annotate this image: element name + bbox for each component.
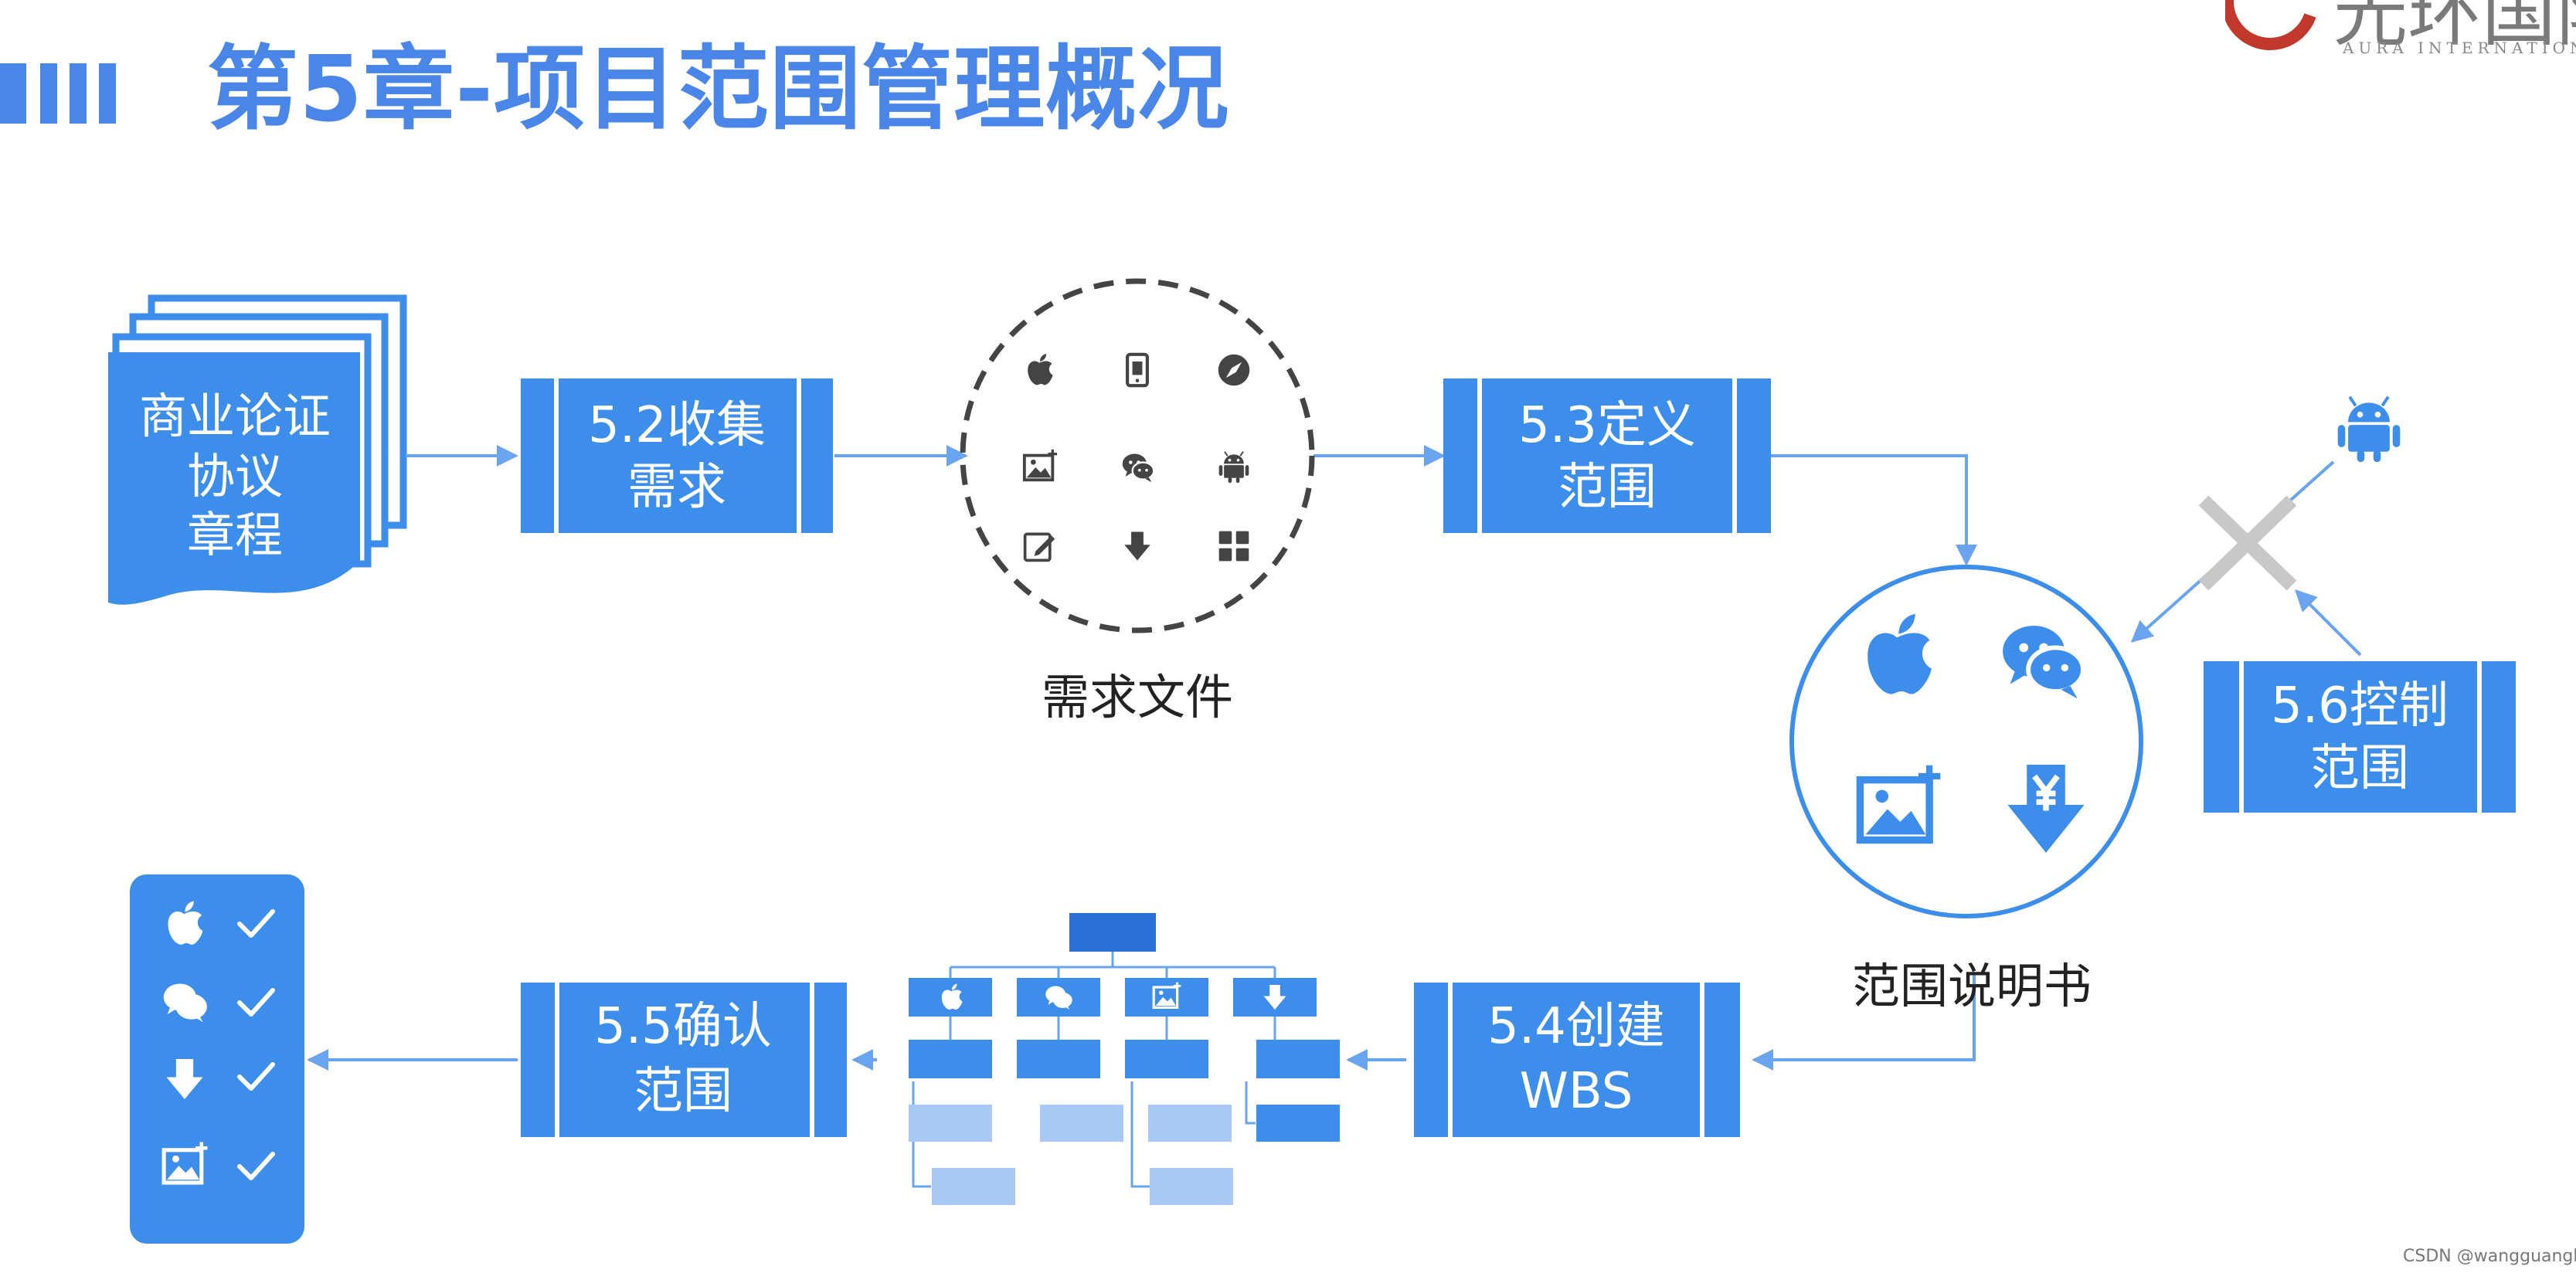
page-title: 第5章-项目范围管理概况 [207, 36, 1230, 142]
reject-cross-icon [2198, 495, 2297, 591]
process-wbs-line2: WBS [1520, 1063, 1633, 1120]
image-icon [1022, 448, 1059, 482]
doc-line-business-case: 商业论证 [139, 388, 331, 444]
compass-icon [1218, 354, 1250, 386]
process-validate-line2: 范围 [634, 1063, 732, 1120]
wbs-node [1125, 1040, 1208, 1078]
wechat-icon [1121, 453, 1155, 484]
watermark: CSDN @wangguanghou1 [2403, 1247, 2576, 1266]
title-bars-icon [0, 63, 116, 124]
doc-line-charter: 章程 [187, 507, 283, 563]
process-define-line2: 范围 [1558, 459, 1657, 516]
wbs-leaf-node [909, 1105, 992, 1142]
wbs-root-node [1069, 913, 1156, 952]
doc-line-agreement: 协议 [187, 448, 283, 504]
process-collect-line1: 5.2收集 [588, 397, 766, 454]
wbs-leaf-node [932, 1168, 1015, 1205]
caption-scope-statement: 范围说明书 [1852, 958, 2092, 1014]
wbs-leaf-node [1150, 1168, 1233, 1205]
process-control-line2: 范围 [2310, 740, 2409, 797]
process-control-line1: 5.6控制 [2271, 677, 2449, 735]
wbs-leaf-node [1040, 1105, 1123, 1142]
process-validate-scope: 5.5确认 范围 [521, 983, 847, 1137]
process-wbs-line1: 5.4创建 [1487, 998, 1665, 1055]
rejected-change [2198, 397, 2401, 591]
wbs-node [1256, 1105, 1340, 1142]
wbs-node [1256, 1040, 1340, 1078]
android-icon [1218, 450, 1250, 484]
wbs-leaf-node [1148, 1105, 1232, 1142]
wbs-node [1125, 978, 1208, 1017]
process-create-wbs: 5.4创建 WBS [1414, 983, 1740, 1137]
process-collect-requirements: 5.2收集 需求 [521, 379, 833, 533]
input-documents: 商业论证 协议 章程 [108, 294, 407, 605]
process-validate-line1: 5.5确认 [594, 998, 772, 1055]
android-icon [2338, 397, 2401, 462]
tablet-icon [1127, 355, 1147, 385]
logo-subtitle: AURA INTERNATIONAL [2343, 39, 2576, 57]
process-define-scope: 5.3定义 范围 [1443, 379, 1771, 533]
wbs-node [1017, 1040, 1100, 1078]
process-collect-line2: 需求 [627, 459, 726, 516]
edit-icon [1023, 532, 1057, 562]
download-icon [1124, 531, 1150, 561]
process-define-line1: 5.3定义 [1518, 397, 1696, 454]
wbs-node [909, 1040, 992, 1078]
scope-statement: 范围说明书 [1789, 565, 2143, 1014]
requirements-documentation: 需求文件 [960, 278, 1315, 725]
process-control-scope: 5.6控制 范围 [2204, 661, 2516, 813]
caption-requirements-doc: 需求文件 [1042, 669, 1233, 725]
wbs-tree [909, 913, 1340, 1205]
apps-icon [1218, 531, 1249, 562]
accepted-deliverables-checklist [130, 874, 304, 1244]
apple-icon [1028, 353, 1053, 385]
logo-text: 光环国际 [2333, 0, 2576, 56]
